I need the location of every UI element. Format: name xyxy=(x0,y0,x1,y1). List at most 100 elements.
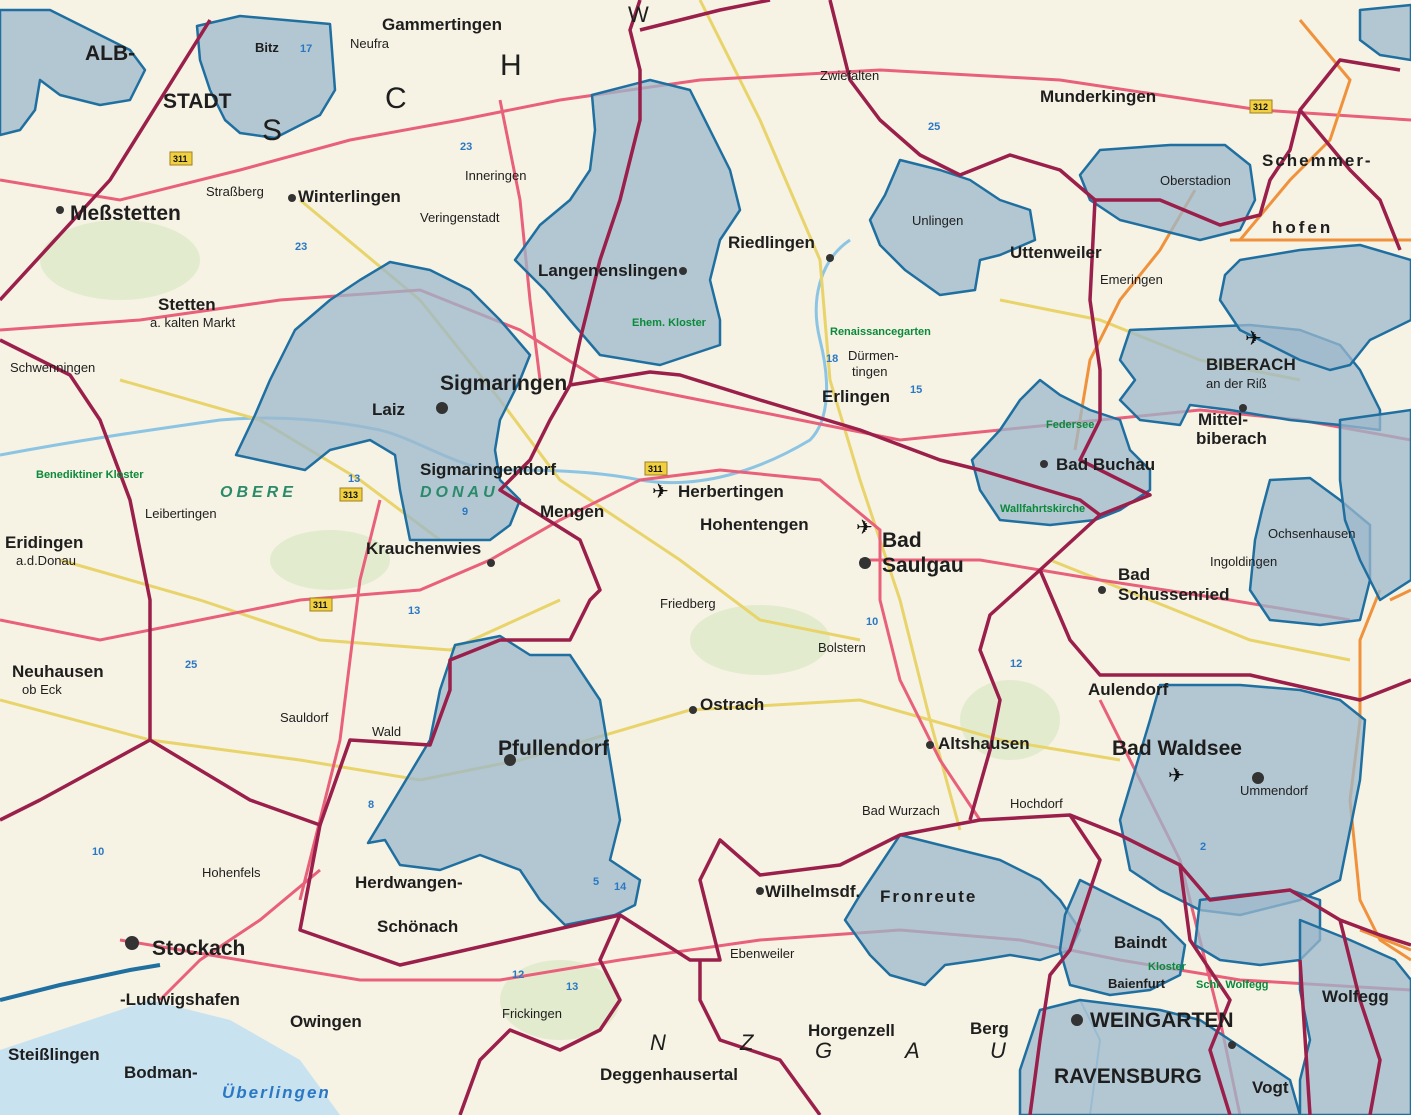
svg-text:18: 18 xyxy=(826,353,838,365)
town-uttenweiler: Uttenweiler xyxy=(1010,243,1102,262)
town-small-schwenningen: Schwenningen xyxy=(10,360,95,375)
town-dots xyxy=(56,194,1264,1049)
grid-letter-a: A xyxy=(903,1038,920,1063)
town-messstetten: Meßstetten xyxy=(70,202,181,225)
poi-ehem-kloster: Ehem. Kloster xyxy=(632,317,707,329)
town-small-hochdorf: Ochsenhausen xyxy=(1268,526,1355,541)
town-oberstadion: Oberstadion xyxy=(1160,173,1231,188)
town-unlingen: Unlingen xyxy=(912,213,963,228)
svg-text:23: 23 xyxy=(460,141,472,153)
lake-water xyxy=(0,1000,340,1115)
town-sigmaringen: Sigmaringen xyxy=(440,372,567,395)
town-ertingen: Erlingen xyxy=(822,387,890,406)
poi-benediktiner: Benediktiner Kloster xyxy=(36,469,144,481)
zone-sigmaringen[interactable] xyxy=(234,260,532,542)
svg-text:14: 14 xyxy=(614,881,627,893)
zone-baindt[interactable] xyxy=(1058,878,1187,997)
zone-alb-stadt[interactable] xyxy=(0,8,147,137)
svg-text:13: 13 xyxy=(408,605,420,617)
town-baindt: Baindt xyxy=(1114,933,1167,952)
town-baienfurt: Baienfurt xyxy=(1108,976,1166,991)
town-small-wolpertswende: Hochdorf xyxy=(1010,796,1063,811)
town-owingen: Owingen xyxy=(290,1012,362,1031)
svg-text:12: 12 xyxy=(512,969,524,981)
town-ingoldingen: Ingoldingen xyxy=(1210,554,1277,569)
zone-fronreute[interactable] xyxy=(843,833,1082,987)
region-label-obere: OBERE xyxy=(220,484,297,501)
town-herdwangen: Herdwangen- xyxy=(355,873,463,892)
svg-text:311: 311 xyxy=(313,600,328,610)
town-alb: ALB- xyxy=(85,42,135,65)
grid-letter-u: U xyxy=(990,1038,1006,1063)
zone-langenenslingen[interactable] xyxy=(513,78,742,367)
town-a-d-donau: a.d.Donau xyxy=(16,553,76,568)
town-labels-large: Pfullendorf Sigmaringen Stockach Riedlin… xyxy=(5,15,1389,1102)
town-bodman: Bodman- xyxy=(124,1063,198,1082)
zone-bitz[interactable] xyxy=(195,14,337,140)
svg-text:10: 10 xyxy=(866,616,878,628)
town-small-veringenstadt: Veringenstadt xyxy=(420,210,500,225)
road-number-shields: 311 311 313 311 312 xyxy=(169,99,1273,612)
town-small-leibertingen: Leibertingen xyxy=(145,506,217,521)
svg-text:25: 25 xyxy=(185,659,197,671)
zone-hochdorf[interactable] xyxy=(1248,476,1372,627)
grid-letter-w: W xyxy=(628,2,649,27)
town-fronreute: Fronreute xyxy=(880,887,977,906)
svg-text:2: 2 xyxy=(1200,841,1206,853)
town-small-hohenfels: Hohenfels xyxy=(202,865,261,880)
town-gammertingen: Gammertingen xyxy=(382,15,502,34)
town-biberach: BIBERACH xyxy=(1206,355,1296,374)
town-small-ebenweiler: Bad Wurzach xyxy=(862,803,940,818)
poi-schl-wolfegg: Schl. Wolfegg xyxy=(1196,979,1269,991)
town-small-wald: Wald xyxy=(372,724,401,739)
river-donau xyxy=(0,238,851,485)
town-munderkingen: Munderkingen xyxy=(1040,87,1156,106)
town-small-inneringen: Inneringen xyxy=(465,168,526,183)
town-winterlingen: Winterlingen xyxy=(298,187,401,206)
svg-text:311: 311 xyxy=(648,464,663,474)
town-mittelbiberach-1: Mittel- xyxy=(1198,410,1248,429)
grid-letter-c: C xyxy=(385,82,407,115)
town-small-steinach: Ummendorf xyxy=(1240,783,1308,798)
town-riedlingen: Riedlingen xyxy=(728,233,815,252)
zone-weingarten[interactable] xyxy=(1018,998,1302,1115)
town-schoenach: Schönach xyxy=(377,917,458,936)
town-saulgau: Saulgau xyxy=(882,554,964,577)
svg-text:9: 9 xyxy=(462,506,468,518)
town-altshausen: Altshausen xyxy=(938,734,1030,753)
zone-pfullendorf[interactable] xyxy=(366,634,642,927)
svg-text:✈: ✈ xyxy=(652,479,669,503)
town-deggenhausertal: Deggenhausertal xyxy=(600,1065,738,1084)
grid-letter-g: G xyxy=(815,1038,832,1063)
svg-text:✈: ✈ xyxy=(1168,763,1185,787)
zone-bad-buchau[interactable] xyxy=(970,378,1152,527)
svg-text:312: 312 xyxy=(1253,102,1268,112)
svg-text:13: 13 xyxy=(348,473,360,485)
town-langenenslingen: Langenenslingen xyxy=(538,261,678,280)
town-steisslingen: Steißlingen xyxy=(8,1045,100,1064)
town-stockach: Stockach xyxy=(152,937,245,960)
roads-red xyxy=(0,68,1411,1115)
zone-unlingen[interactable] xyxy=(868,158,1037,297)
svg-text:17: 17 xyxy=(300,43,312,55)
svg-text:10: 10 xyxy=(92,846,104,858)
zone-warthausen[interactable] xyxy=(1218,243,1411,372)
town-stadt: STADT xyxy=(163,90,232,113)
zone-umm[interactable] xyxy=(1338,408,1411,602)
town-pfullendorf: Pfullendorf xyxy=(498,737,610,760)
town-bad-waldsee: Bad Waldsee xyxy=(1112,737,1242,760)
zones[interactable] xyxy=(0,3,1411,1115)
town-weingarten: WEINGARTEN xyxy=(1090,1009,1234,1032)
zone-achs[interactable] xyxy=(1358,3,1411,62)
town-mittelbiberach-2: biberach xyxy=(1196,429,1267,448)
town-small-emeringen: Zwiefalten xyxy=(820,68,879,83)
poi-labels: Ehem. Kloster Renaissancegarten Federsee… xyxy=(36,317,1269,991)
town-small-sauldorf: Sauldorf xyxy=(280,710,329,725)
zone-bad-waldsee[interactable] xyxy=(1118,683,1367,917)
town-vogt: Vogt xyxy=(1252,1078,1289,1097)
town-bad-schussenried-1: Bad xyxy=(1118,565,1150,584)
svg-text:✈: ✈ xyxy=(1245,326,1262,350)
poi-federsee: Federsee xyxy=(1046,419,1094,431)
